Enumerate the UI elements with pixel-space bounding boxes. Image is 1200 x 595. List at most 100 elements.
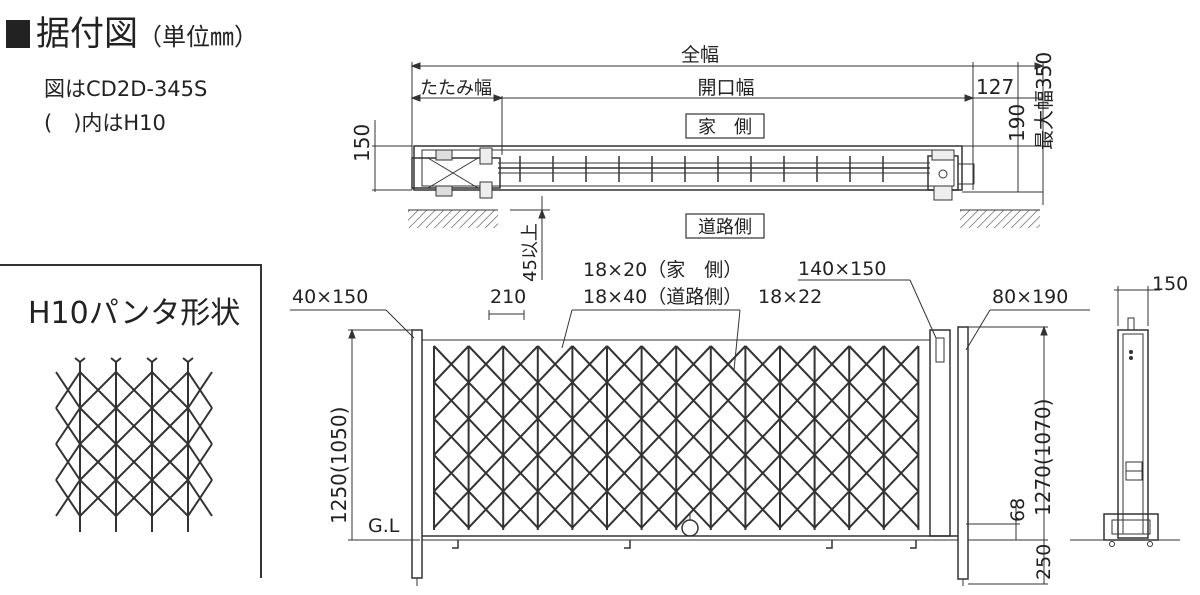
lattice-link: [640, 417, 677, 456]
lattice-link: [779, 381, 816, 420]
lattice-link: [502, 454, 539, 493]
lattice-link: [744, 381, 781, 420]
lattice-link: [433, 381, 470, 420]
inset-link: [115, 479, 153, 517]
label-18x22: 18×22: [758, 286, 822, 308]
lattice-link: [779, 490, 816, 529]
inset-title: H10パンタ形状: [28, 296, 241, 331]
page-title: 据付図（単位㎜）: [36, 14, 258, 57]
inset-link: [151, 443, 189, 481]
lattice-link: [537, 381, 574, 420]
dim-190-label: 190: [1005, 104, 1029, 142]
lattice-link: [848, 345, 885, 384]
lattice-link: [883, 454, 920, 493]
lattice-link: [848, 490, 885, 529]
lattice-link: [571, 417, 608, 456]
lattice-link: [640, 381, 677, 420]
max-width-350-label: 最大幅350: [1032, 52, 1056, 150]
title-unit: （単位㎜）: [138, 23, 258, 51]
inset-link: [55, 443, 81, 481]
lattice-link: [675, 490, 712, 529]
lattice-link: [571, 490, 608, 529]
label-80x190: 80×190: [992, 286, 1068, 308]
inset-bar-cap: [146, 357, 158, 364]
height-right-label: 1270(1070): [1031, 399, 1055, 516]
inset-link: [79, 371, 117, 409]
lattice-link: [502, 417, 539, 456]
height-left-label: 1250(1050): [327, 407, 351, 524]
elevation-lattice: [433, 345, 920, 530]
paren-note: ( )内はH10: [44, 111, 166, 135]
label-40x150: 40×150: [292, 286, 368, 308]
lattice-link: [467, 454, 504, 493]
lattice-link: [571, 381, 608, 420]
label-140x150: 140×150: [798, 258, 886, 280]
inset-link: [151, 479, 189, 517]
plan-rail-ticks: [519, 156, 884, 182]
lattice-link: [467, 490, 504, 529]
lattice-link: [640, 454, 677, 493]
lattice-link: [779, 345, 816, 384]
inset-lattice: [55, 357, 213, 532]
house-side-box: [685, 113, 765, 139]
side-post: [1117, 329, 1149, 539]
lattice-link: [467, 345, 504, 384]
lattice-link: [883, 417, 920, 456]
side-dim-150-label: 150: [1152, 273, 1188, 295]
lattice-link: [848, 454, 885, 493]
inset-link: [151, 371, 189, 409]
inset-link: [115, 443, 153, 481]
lattice-link: [537, 417, 574, 456]
lattice-link: [744, 454, 781, 493]
ground-hatch-left: [408, 210, 498, 228]
folded-width-label: たたみ幅: [420, 78, 492, 99]
lattice-link: [433, 345, 470, 384]
opening-width-label: 開口幅: [697, 77, 754, 99]
lattice-link: [433, 454, 470, 493]
label-18x40: 18×40（道路側）: [583, 286, 742, 308]
lattice-link: [813, 490, 850, 529]
lattice-link: [710, 490, 747, 529]
side-view: [1070, 286, 1180, 547]
lattice-link: [467, 381, 504, 420]
lattice-link: [883, 490, 920, 529]
model-note: 図はCD2D-345S: [44, 77, 208, 101]
inset-link: [151, 407, 189, 445]
front-elevation: [290, 279, 1090, 586]
left-post: [411, 329, 423, 579]
lattice-link: [779, 417, 816, 456]
lattice-link: [606, 454, 643, 493]
lattice-link: [744, 417, 781, 456]
lattice-link: [537, 454, 574, 493]
lattice-link: [606, 381, 643, 420]
min-45-label: 45以上: [520, 223, 541, 282]
inset-link: [55, 407, 81, 445]
inset-bar-cap: [182, 357, 194, 364]
inset-bar-cap: [74, 357, 86, 364]
lattice-link: [467, 417, 504, 456]
dim-68-label: 68: [1007, 498, 1029, 522]
inset-link: [79, 407, 117, 445]
lattice-link: [813, 417, 850, 456]
lattice-link: [675, 345, 712, 384]
lattice-link: [848, 417, 885, 456]
lattice-link: [606, 345, 643, 384]
lattice-link: [675, 381, 712, 420]
lattice-link: [779, 454, 816, 493]
inset-link: [115, 371, 153, 409]
right-post: [957, 326, 969, 580]
road-side-box: [685, 213, 765, 239]
dim-127-label: 127: [976, 75, 1014, 99]
lattice-link: [640, 345, 677, 384]
lattice-link: [710, 417, 747, 456]
ground-hatch-right: [960, 210, 1040, 228]
lattice-link: [433, 417, 470, 456]
inset-link: [55, 479, 81, 517]
lattice-link: [710, 345, 747, 384]
lattice-link: [502, 345, 539, 384]
inset-link: [187, 479, 213, 517]
lattice-link: [883, 345, 920, 384]
title-square-marker: [6, 20, 30, 48]
inset-link: [115, 407, 153, 445]
